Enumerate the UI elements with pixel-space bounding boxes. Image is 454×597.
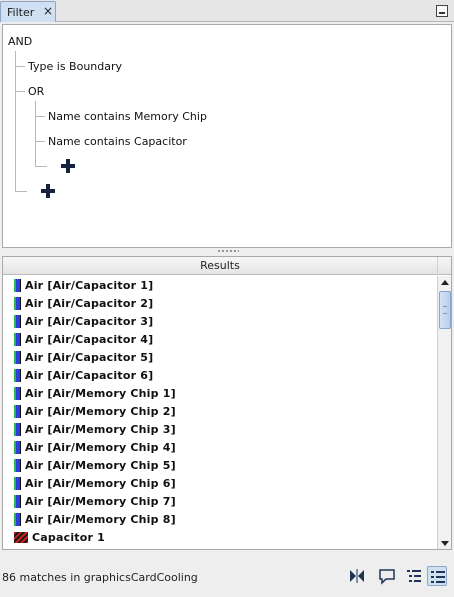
tree-connector — [15, 66, 25, 67]
air-region-icon — [14, 368, 21, 382]
tree-connector — [35, 166, 47, 167]
list-item[interactable]: Air [Air/Memory Chip 7] — [3, 492, 437, 510]
tree-connector — [15, 191, 27, 192]
air-region-icon — [14, 386, 21, 400]
tree-node-name-condition[interactable]: Name contains Capacitor — [48, 135, 187, 148]
tab-bar: Filter × — [0, 0, 454, 22]
tree-connector — [15, 91, 25, 92]
scroll-up-icon[interactable] — [439, 277, 451, 289]
list-item-label: Capacitor 1 — [32, 530, 106, 544]
add-condition-and-icon[interactable] — [41, 184, 55, 198]
list-item[interactable]: Air [Air/Capacitor 6] — [3, 366, 437, 384]
status-bar: 86 matches in graphicsCardCooling — [0, 552, 454, 597]
minimize-button[interactable] — [436, 5, 448, 17]
list-item-label: Air [Air/Capacitor 3] — [25, 314, 154, 328]
air-region-icon — [14, 422, 21, 436]
list-item-label: Air [Air/Memory Chip 3] — [25, 422, 176, 436]
tree-node-type-condition[interactable]: Type is Boundary — [28, 60, 123, 73]
list-item[interactable]: Air [Air/Capacitor 4] — [3, 330, 437, 348]
list-item-label: Air [Air/Memory Chip 6] — [25, 476, 176, 490]
air-region-icon — [14, 458, 21, 472]
list-item-label: Air [Air/Capacitor 2] — [25, 296, 154, 310]
list-item[interactable]: Capacitor 1 — [3, 528, 437, 546]
filter-tree-panel: AND Type is Boundary OR Name contains Me… — [2, 24, 452, 248]
tab-filter-label: Filter — [7, 5, 35, 19]
tree-connector — [35, 116, 45, 117]
results-panel: Results Air [Air/Capacitor 1]Air [Air/Ca… — [2, 256, 452, 550]
list-item[interactable]: Air [Air/Memory Chip 5] — [3, 456, 437, 474]
air-region-icon — [14, 296, 21, 310]
list-item[interactable]: Air [Air/Capacitor 2] — [3, 294, 437, 312]
list-item[interactable]: Air [Air/Capacitor 3] — [3, 312, 437, 330]
comment-icon[interactable] — [377, 566, 397, 586]
tree-node-or[interactable]: OR — [28, 85, 45, 98]
results-list: Air [Air/Capacitor 1] Air [Air/Capacitor … — [3, 276, 437, 546]
close-icon[interactable]: × — [42, 4, 54, 18]
list-item-label: Air [Air/Memory Chip 1] — [25, 386, 176, 400]
air-region-icon — [14, 350, 21, 364]
solid-region-icon — [14, 531, 28, 543]
list-item-label: Air [Air/Capacitor 4] — [25, 332, 154, 346]
vertical-scrollbar[interactable] — [437, 276, 451, 549]
air-region-icon — [14, 404, 21, 418]
air-region-icon — [14, 332, 21, 346]
tree-node-and[interactable]: AND — [8, 35, 33, 48]
results-header: Results — [3, 257, 437, 275]
air-region-icon — [14, 314, 21, 328]
tree-connector — [35, 141, 45, 142]
air-region-icon — [14, 278, 21, 292]
scroll-down-icon[interactable] — [439, 537, 451, 549]
tree-node-name-condition[interactable]: Name contains Memory Chip — [48, 110, 207, 123]
tree-connector — [15, 51, 16, 191]
scroll-thumb[interactable] — [439, 291, 451, 329]
list-item-label: Air [Air/Capacitor 5] — [25, 350, 154, 364]
splitter-grip-icon — [217, 250, 239, 252]
air-region-icon — [14, 440, 21, 454]
list-item-label: Air [Air/Memory Chip 7] — [25, 494, 176, 508]
list-item[interactable]: Air [Air/Memory Chip 3] — [3, 420, 437, 438]
list-item-label: Air [Air/Memory Chip 4] — [25, 440, 176, 454]
list-item-label: Air [Air/Memory Chip 8] — [25, 512, 176, 526]
list-item[interactable]: Air [Air/Memory Chip 8] — [3, 510, 437, 528]
header-corner — [437, 257, 451, 275]
air-region-icon — [14, 512, 21, 526]
list-item[interactable]: Air [Air/Memory Chip 6] — [3, 474, 437, 492]
list-item-label: Air [Air/Memory Chip 5] — [25, 458, 176, 472]
list-item-label: Air [Air/Capacitor 6] — [25, 368, 154, 382]
tree-connector — [35, 101, 36, 166]
list-item[interactable]: Air [Air/Memory Chip 1] — [3, 384, 437, 402]
list-view-icon[interactable] — [427, 566, 447, 586]
list-item-label: Air [Air/Capacitor 1] — [25, 278, 154, 292]
list-item[interactable]: Air [Air/Memory Chip 4] — [3, 438, 437, 456]
list-item[interactable]: Air [Air/Capacitor 1] — [3, 276, 437, 294]
list-item[interactable]: Air [Air/Memory Chip 2] — [3, 402, 437, 420]
tree-view-icon[interactable] — [404, 566, 424, 586]
air-region-icon — [14, 494, 21, 508]
list-item[interactable]: Air [Air/Capacitor 5] — [3, 348, 437, 366]
list-item-label: Air [Air/Memory Chip 2] — [25, 404, 176, 418]
panel-splitter[interactable] — [0, 248, 454, 256]
tab-filter[interactable]: Filter × — [0, 1, 56, 22]
air-region-icon — [14, 476, 21, 490]
add-condition-or-icon[interactable] — [61, 159, 75, 173]
match-count: 86 matches in graphicsCardCooling — [2, 571, 198, 584]
collapse-icon[interactable] — [347, 566, 367, 586]
